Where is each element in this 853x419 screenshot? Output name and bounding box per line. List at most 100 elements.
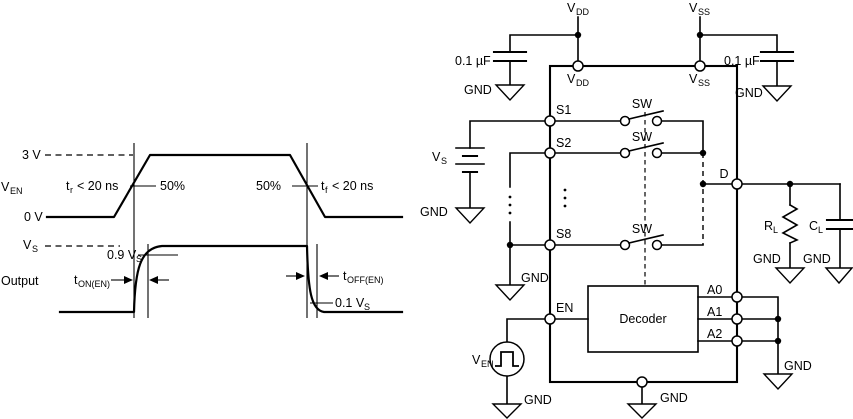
drain-output-bus: D [699,149,841,245]
ven-gnd-label: GND [524,393,552,407]
vs-source-label: V [432,150,441,164]
cl-ground-icon [824,267,853,285]
s-chain-ellipsis-icon [508,195,512,215]
ic-ground-branch: GND [626,386,688,419]
rl-resistor-icon [781,203,799,245]
test-circuit-schematic: 0.1 µF GND V DD 0.1 µF GND V SS V S GND [420,1,853,419]
a1-junction-dot [774,315,782,323]
ven-source-label-sub: EN [481,359,494,369]
s1-switch-blade-icon [628,110,664,120]
s2-s8-ground-chain: GND [494,152,549,302]
ton-left-arrowhead-icon [149,276,158,284]
pin-s1 [544,115,556,127]
pin-label-a2: A2 [707,327,722,341]
ven-ground-icon [491,403,523,419]
label-ton: t [74,273,78,287]
vdd-supply-branch: 0.1 µF GND V DD [455,1,589,102]
cl-load-branch: C L GND [803,183,853,285]
label-01vs: 0.1 V [335,296,365,310]
label-ton-sub: ON(EN) [78,279,110,289]
ven-source-branch: V EN GND [472,318,552,419]
ic-ground-icon [626,403,658,419]
pin-label-s2: S2 [556,136,571,150]
rl-load-branch: R L GND [753,183,806,285]
pin-label-s8: S8 [556,227,571,241]
pulse-waveform-icon [495,351,519,367]
vss-cap-value: 0.1 µF [724,54,760,68]
rl-gnd-label: GND [753,252,781,266]
s2-switch-contact-right [651,147,663,159]
battery-short-plates-icon [461,154,479,174]
label-50pct-rise: 50% [160,179,185,193]
vdd-net-label-sub: DD [576,7,589,17]
cl-label-sub: L [818,225,823,235]
s-chain-gnd-label: GND [521,271,549,285]
ic-gnd-label: GND [660,391,688,405]
pin-vdd [572,60,584,72]
vss-cap-ground-icon [761,85,793,103]
battery-long-plates-icon [455,147,485,165]
label-tf-limit: < 20 ns [332,179,373,193]
s8-switch-contact-right [651,239,663,251]
label-0v: 0 V [24,210,43,224]
decoder-box [587,285,699,353]
label-tr-sub: r [70,185,73,195]
vs-gnd-label: GND [420,205,448,219]
s8-switch-contact-left [619,239,631,251]
enable-timing-diagram: 3 V V EN 0 V t r < 20 ns 50% 50% t f < 2… [1,143,404,318]
address-ground-branch: GND [741,296,812,391]
label-ven-axis: V [1,180,10,194]
cl-capacitor-icon [825,218,853,231]
ton-right-arrowhead-icon [124,276,133,284]
s2-sw-label: SW [632,130,652,144]
output-waveform [58,244,404,314]
pin-label-vdd: V [567,72,576,86]
d-pin-label: D [719,167,728,181]
s1-switch-wires [554,120,704,154]
vs-source-wires [469,120,546,209]
pin-label-s1: S1 [556,103,571,117]
pin-label-a1: A1 [707,305,722,319]
address-ground-wires [741,296,779,375]
toff-measure-arrows [286,272,339,280]
vs-ground-icon [454,207,486,225]
rl-label: R [764,219,773,233]
label-tr-limit: < 20 ns [77,179,118,193]
vss-net-label: V [689,1,698,15]
ven-source-label: V [472,353,481,367]
timing-reference-lines [133,143,318,318]
vdd-junction-dot [574,31,582,39]
switch-row-s1: SW [554,97,704,154]
s8-sw-label: SW [632,222,652,236]
s8-switch-blade-icon [628,234,664,244]
pin-label-a0: A0 [707,283,722,297]
address-ground-icon [762,373,794,391]
pin-en [544,313,556,325]
ic-pin-labels: V DD V SS S1 S2 S8 EN A0 A1 A2 [556,72,722,341]
s2-switch-blade-icon [628,142,664,152]
label-ven-axis-sub: EN [10,186,23,196]
vss-net-label-sub: SS [698,7,710,17]
toff-right-arrowhead-icon [296,272,305,280]
label-tf: t [321,179,325,193]
label-3v: 3 V [22,148,41,162]
pin-label-en: EN [556,301,573,315]
s1-switch-contact-left [619,115,631,127]
label-toff: t [343,269,347,283]
ic-ellipsis-icon [563,188,567,208]
bus-junction-dot-1 [699,149,707,157]
pin-label-vdd-sub: DD [576,78,589,88]
vdd-wires [509,16,579,86]
pin-d [731,178,743,190]
ton-measure-arrows [111,276,169,284]
label-09vs: 0.9 V [107,248,137,262]
label-vs-axis: V [23,238,32,252]
pin-a1 [731,313,743,325]
pin-vss [694,60,706,72]
cl-label: C [809,219,818,233]
ven-source-circle-icon [489,341,525,377]
cl-gnd-label: GND [803,252,831,266]
vss-cap-gnd-label: GND [735,86,763,100]
label-tr: t [66,179,70,193]
